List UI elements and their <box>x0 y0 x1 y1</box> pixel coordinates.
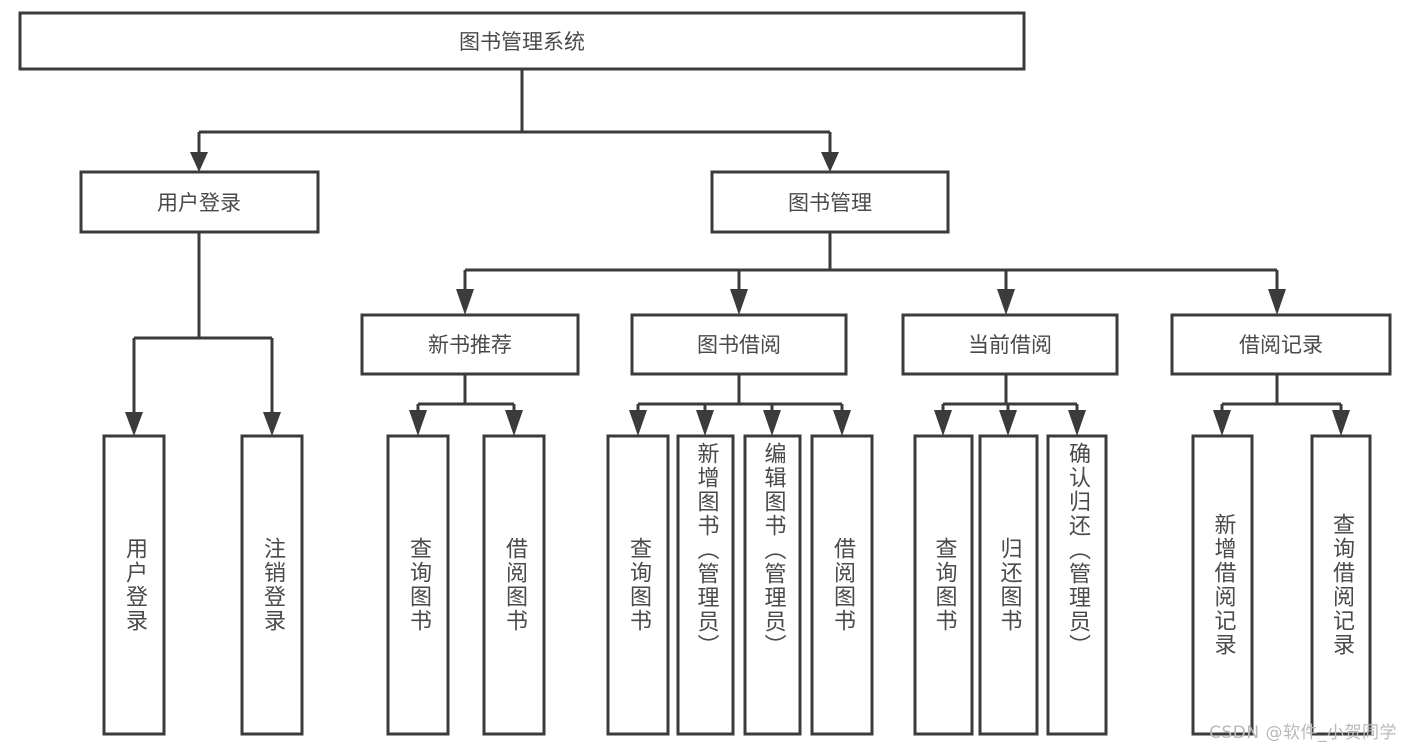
arrowhead-leaf-confirm-return-admin <box>1068 410 1086 436</box>
node-leaf-query-book-recommend[interactable] <box>386 434 450 736</box>
node-leaf-query-book-current[interactable] <box>913 434 974 736</box>
node-leaf-edit-book-admin[interactable] <box>743 434 802 736</box>
arrowhead-leaf-logout <box>263 412 281 436</box>
node-leaf-return-book[interactable] <box>978 434 1039 736</box>
arrowhead-leaf-borrow-book <box>833 410 851 436</box>
arrowhead-leaf-edit-book-admin <box>763 410 781 436</box>
arrowhead-book-borrow <box>730 289 748 315</box>
arrowhead-new-book-recommend <box>456 289 474 315</box>
arrowhead-leaf-add-borrow-record <box>1213 410 1231 436</box>
node-leaf-add-book-admin[interactable] <box>676 434 735 736</box>
node-borrow-record[interactable] <box>1170 313 1392 376</box>
arrowhead-leaf-add-book-admin <box>696 410 714 436</box>
node-current-borrow[interactable] <box>901 313 1119 376</box>
arrowhead-leaf-query-book-recommend <box>409 410 427 436</box>
node-current-borrow-label: 当前借阅 <box>968 333 1052 357</box>
node-book-borrow[interactable] <box>630 313 848 376</box>
node-borrow-record-label: 借阅记录 <box>1239 333 1323 357</box>
node-boxes: 图书管理系统 用户登录 图书管理 新书推荐 图书借阅 当前借阅 借阅记录 <box>18 11 1392 736</box>
node-user-login[interactable] <box>79 170 320 234</box>
arrowhead-leaf-query-borrow-record <box>1332 410 1350 436</box>
node-root-label: 图书管理系统 <box>459 30 585 54</box>
arrowhead-leaf-query-book-borrow <box>629 410 647 436</box>
node-leaf-confirm-return-admin[interactable] <box>1046 434 1108 736</box>
node-leaf-query-borrow-record[interactable] <box>1310 434 1372 736</box>
node-leaf-logout[interactable] <box>240 434 304 736</box>
node-leaf-user-login[interactable] <box>102 434 166 736</box>
arrowhead-leaf-borrow-book-recommend <box>505 410 523 436</box>
arrowhead-leaf-user-login <box>125 412 143 436</box>
node-new-book-recommend-label: 新书推荐 <box>428 333 512 357</box>
arrowhead-user-login <box>190 152 208 172</box>
node-leaf-query-book-borrow[interactable] <box>606 434 670 736</box>
arrowhead-leaf-return-book <box>999 410 1017 436</box>
arrowhead-book-manage <box>821 152 839 172</box>
arrowhead-leaf-query-book-current <box>934 410 952 436</box>
node-leaf-borrow-book-recommend[interactable] <box>482 434 546 736</box>
node-book-manage-label: 图书管理 <box>788 191 872 215</box>
node-new-book-recommend[interactable] <box>360 313 580 376</box>
arrowheads <box>125 152 1350 436</box>
node-leaf-add-borrow-record[interactable] <box>1191 434 1254 736</box>
node-root[interactable] <box>18 11 1026 71</box>
node-user-login-label: 用户登录 <box>157 191 241 215</box>
node-leaf-borrow-book[interactable] <box>810 434 874 736</box>
arrowhead-current-borrow <box>997 289 1015 315</box>
node-book-manage[interactable] <box>710 170 950 234</box>
arrowhead-borrow-record <box>1268 289 1286 315</box>
node-book-borrow-label: 图书借阅 <box>697 333 781 357</box>
csdn-watermark: CSDN @软件_小贺同学 <box>1209 723 1397 743</box>
